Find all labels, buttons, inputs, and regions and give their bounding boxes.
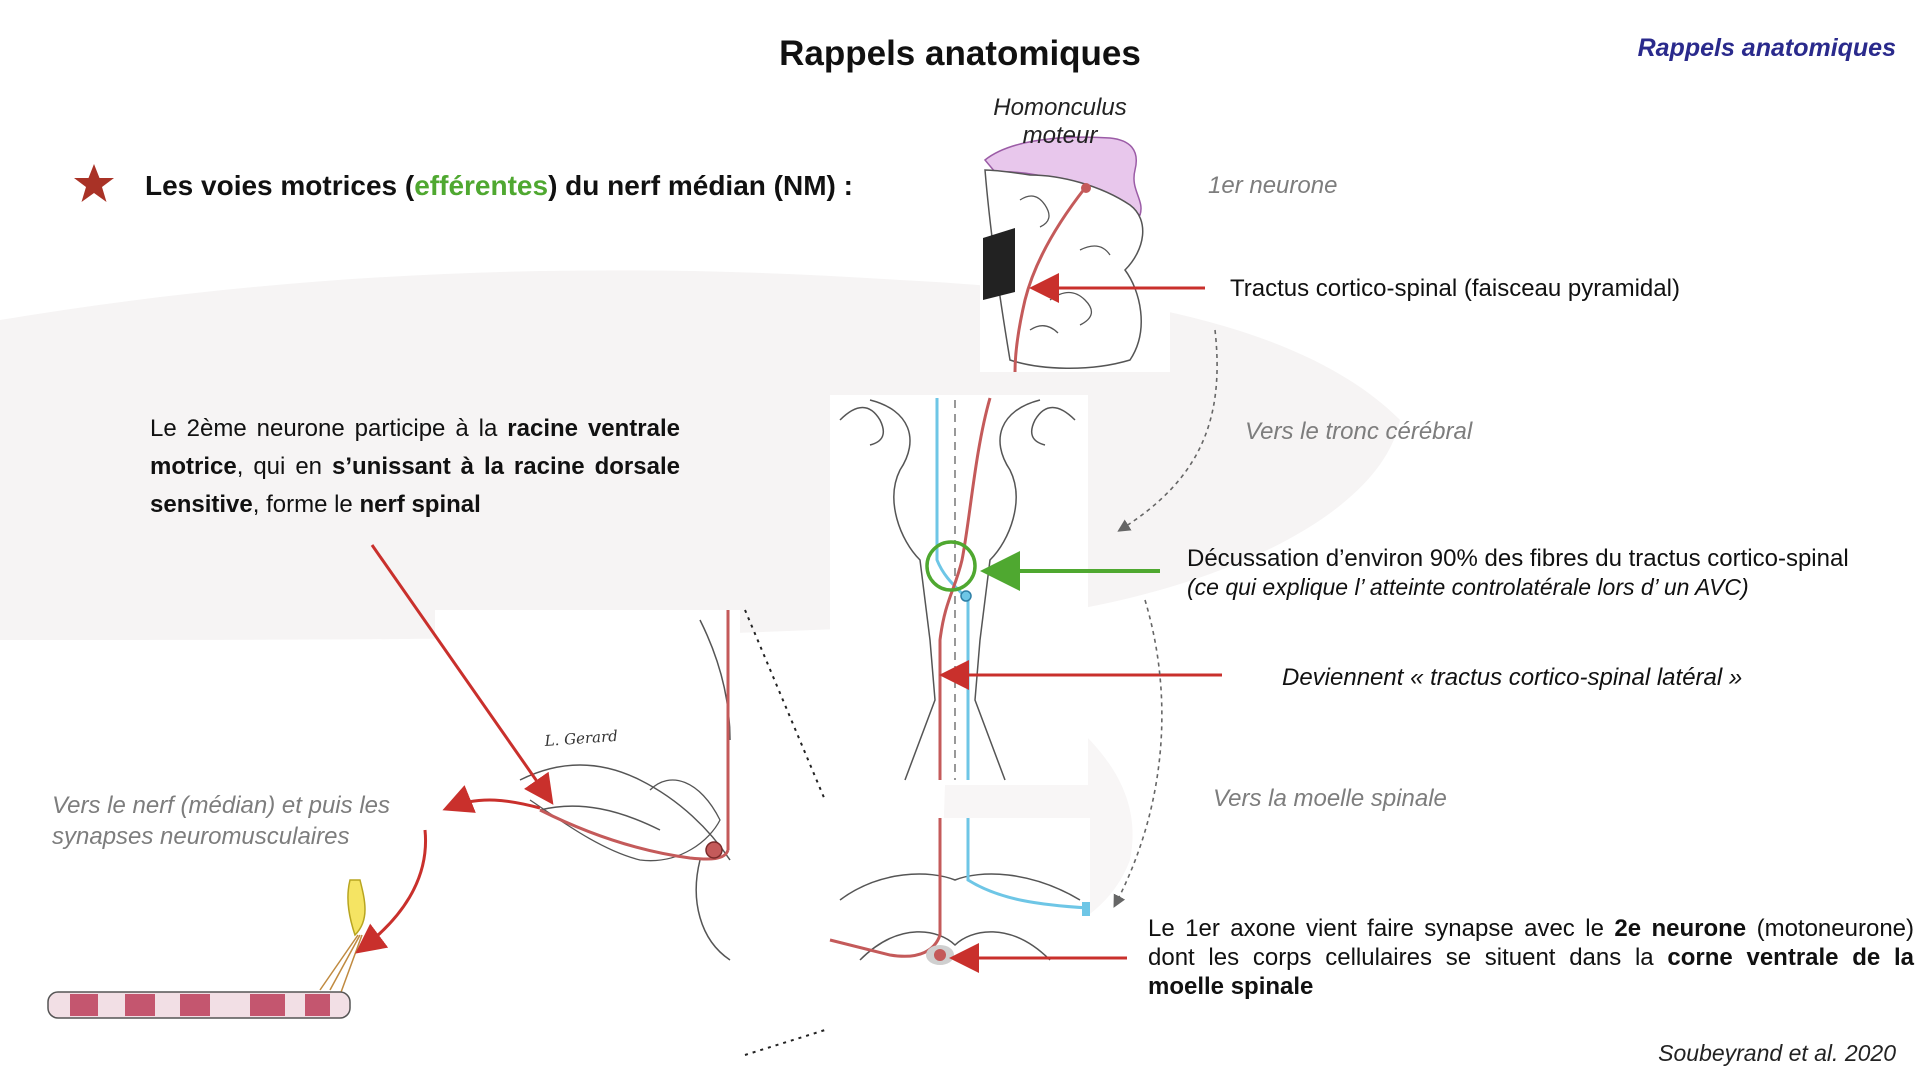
intro-suffix: ) du nerf médian (NM) : bbox=[548, 170, 853, 201]
synapse-b2: corne ventrale de la moelle spinale bbox=[1148, 944, 1914, 1000]
star-icon bbox=[74, 164, 114, 202]
spinal-red bbox=[829, 818, 942, 958]
upper-neuron-body bbox=[1081, 183, 1091, 193]
zoom-line-top bbox=[744, 609, 826, 801]
cord-section bbox=[695, 859, 731, 961]
brain-gyri bbox=[1019, 195, 1111, 334]
brain-outline bbox=[984, 169, 1144, 369]
arrow-muscle bbox=[355, 829, 428, 954]
nerve-root-outline bbox=[519, 619, 731, 861]
decussation-note: (ce qui explique l’ atteinte controlatér… bbox=[1187, 574, 1749, 600]
nerve-arch bbox=[529, 779, 721, 862]
muscle-band-1 bbox=[70, 994, 98, 1016]
synapse-text: Le 1er axone vient faire synapse avec le… bbox=[1148, 914, 1914, 1001]
tract-brain bbox=[1013, 187, 1087, 373]
pons-curls bbox=[839, 406, 1076, 446]
arrow-root bbox=[370, 544, 554, 805]
ventral-neuron bbox=[705, 841, 723, 859]
page-title: Rappels anatomiques bbox=[779, 34, 1141, 73]
synapse-t1: Le 1er axone vient faire synapse avec le bbox=[1148, 915, 1615, 942]
second-neuron-b2: s’unissant à la racine dorsale sensitive bbox=[150, 453, 680, 518]
synapse-t2: (motoneurone) dont les corps cellulaires… bbox=[1148, 915, 1915, 971]
second-neuron-text: Le 2ème neurone participe à la racine ve… bbox=[150, 410, 680, 524]
second-neuron-b1: racine ventrale motrice bbox=[150, 415, 680, 480]
synapse-b1: 2e neurone bbox=[1614, 915, 1747, 942]
motor-neuron-body bbox=[934, 949, 946, 961]
decussation-circle bbox=[925, 540, 977, 592]
intro-highlight: efférentes bbox=[414, 170, 549, 201]
section-label: Rappels anatomiques bbox=[1637, 34, 1896, 62]
gray-arrow-2 bbox=[1113, 599, 1163, 908]
spinal-blue bbox=[966, 818, 1089, 910]
intro-prefix: Les voies motrices ( bbox=[145, 170, 415, 201]
arrow-nerve bbox=[442, 785, 541, 813]
first-neuron-label: 1er neurone bbox=[1208, 172, 1338, 199]
brainstem-label: Vers le tronc cérébral bbox=[1245, 418, 1473, 445]
lateral-tract-label: Deviennent « tractus cortico-spinal laté… bbox=[1282, 664, 1743, 691]
muscle-band-2 bbox=[125, 994, 155, 1016]
muscle-band-3 bbox=[180, 994, 210, 1016]
tract-red-stem bbox=[938, 397, 992, 780]
decussation-label: Décussation d’environ 90% des fibres du … bbox=[1187, 545, 1849, 572]
spinal-panel bbox=[828, 818, 1090, 1058]
muscle-band-4 bbox=[250, 994, 285, 1016]
gray-arrow-1 bbox=[1117, 329, 1218, 532]
nerve-red bbox=[539, 808, 730, 861]
brain-ventricle bbox=[983, 228, 1015, 300]
spinal-cord-label: Vers la moelle spinale bbox=[1213, 785, 1447, 812]
second-neuron-t1: Le 2ème neurone participe à la bbox=[150, 415, 508, 442]
credit: Soubeyrand et al. 2020 bbox=[1658, 1040, 1896, 1066]
blue-end bbox=[1082, 902, 1090, 916]
signature: L. Gerard bbox=[543, 727, 618, 750]
second-neuron-t2: , qui en bbox=[236, 453, 332, 480]
muscle-band-5 bbox=[305, 994, 330, 1016]
blue-node bbox=[960, 590, 972, 602]
homonculus-label: Homonculus moteur bbox=[993, 94, 1127, 149]
tract-label: Tractus cortico-spinal (faisceau pyramid… bbox=[1230, 275, 1680, 302]
second-neuron-t3: , forme le bbox=[252, 491, 360, 518]
zoom-line-bottom bbox=[744, 1029, 826, 1056]
nerve-target-label: Vers le nerf (médian) et puis les synaps… bbox=[52, 792, 390, 850]
second-neuron-b3: nerf spinal bbox=[359, 491, 481, 518]
intro-heading: Les voies motrices (efférentes) du nerf … bbox=[145, 170, 853, 202]
nerve-ending-fibers bbox=[319, 934, 363, 996]
nerve-ending-yellow bbox=[347, 879, 366, 937]
